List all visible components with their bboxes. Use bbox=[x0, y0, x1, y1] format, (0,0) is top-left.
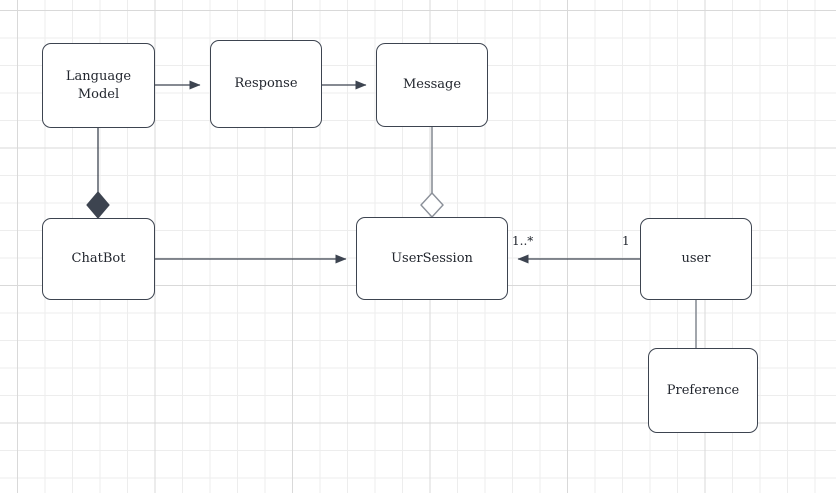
node-user[interactable]: user bbox=[640, 218, 752, 300]
node-user-label: user bbox=[681, 251, 711, 267]
edge-language-model-to-chatbot bbox=[86, 128, 110, 219]
node-chatbot[interactable]: ChatBot bbox=[42, 218, 155, 300]
edge-message-to-usersession bbox=[420, 127, 444, 219]
node-response[interactable]: Response bbox=[210, 40, 322, 128]
node-response-label: Response bbox=[234, 76, 298, 92]
node-preference[interactable]: Preference bbox=[648, 348, 758, 433]
node-usersession-label: UserSession bbox=[391, 250, 473, 266]
node-message-label: Message bbox=[402, 77, 462, 93]
node-preference-label: Preference bbox=[666, 382, 740, 398]
node-language-model-line2: Model bbox=[77, 86, 120, 102]
node-language-model-line1: Language bbox=[65, 68, 132, 84]
node-message[interactable]: Message bbox=[376, 43, 488, 127]
hollow-diamond-icon bbox=[420, 191, 444, 219]
node-usersession[interactable]: UserSession bbox=[356, 217, 508, 300]
filled-diamond-icon bbox=[86, 191, 110, 219]
node-chatbot-label: ChatBot bbox=[71, 251, 126, 267]
node-language-model[interactable]: Language Model bbox=[42, 43, 155, 128]
multiplicity-label-user: 1 bbox=[622, 234, 630, 248]
multiplicity-label-usersession: 1..* bbox=[512, 234, 534, 248]
